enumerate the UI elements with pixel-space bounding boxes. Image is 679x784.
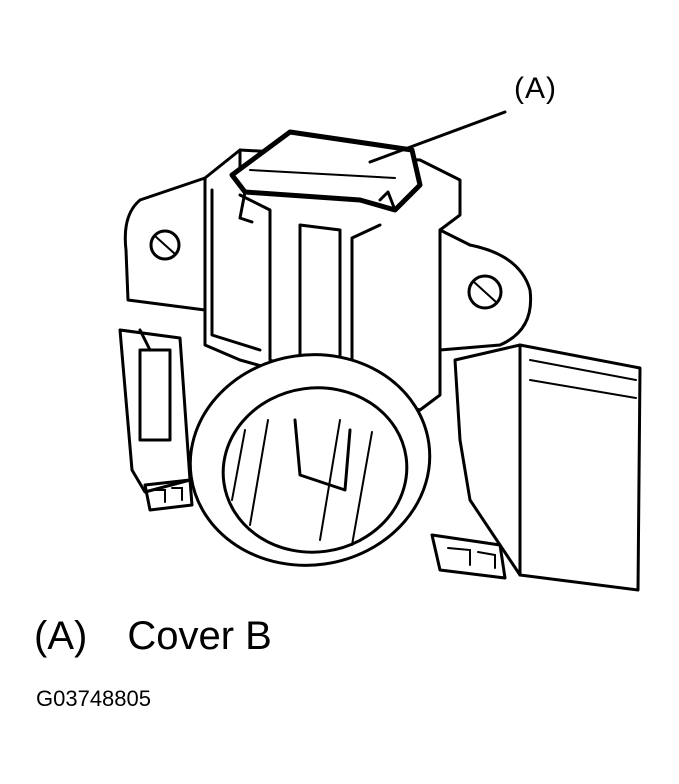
right-bolt-hole [467, 274, 503, 310]
callout-label: (A) [514, 72, 557, 105]
shaft-collar-inner [221, 386, 409, 554]
callout-leader-line [368, 110, 507, 164]
left-mounting-ear [123, 176, 207, 312]
legend: (A) Cover B [34, 614, 272, 659]
regulator-drawing [118, 110, 642, 592]
legend-key: (A) [34, 614, 88, 658]
center-channel [238, 193, 382, 387]
figure-id: G03748805 [36, 686, 151, 711]
left-bolt-hole [149, 229, 181, 261]
right-mounting-ear [438, 228, 533, 352]
shaft-collar-outer [188, 353, 432, 567]
legend-description: Cover B [127, 614, 272, 658]
regulator-illustration [118, 110, 642, 592]
right-terminal-block [453, 343, 642, 592]
left-brush-holder [118, 328, 192, 494]
